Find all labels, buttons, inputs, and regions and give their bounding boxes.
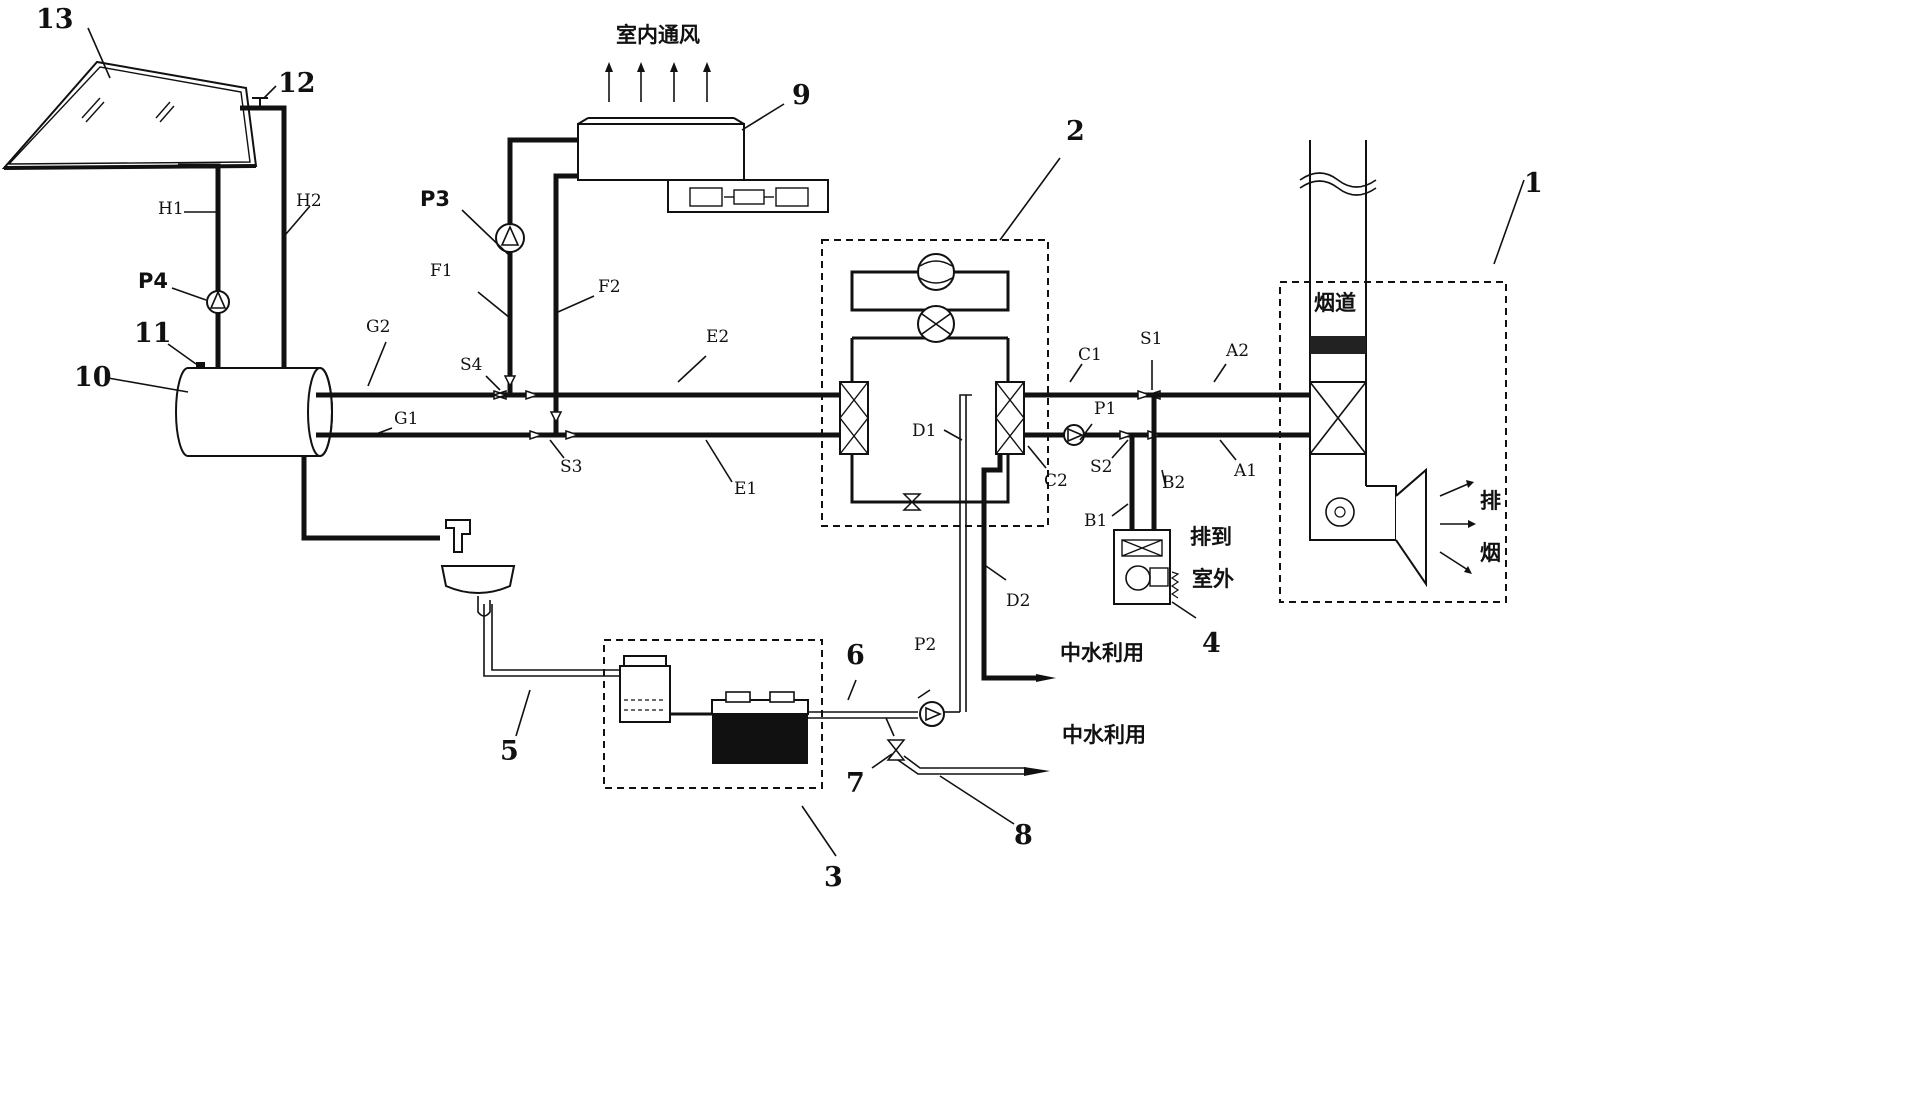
treatment-tanks	[619, 655, 809, 764]
label-d2: D2	[1006, 591, 1030, 611]
pump-p3	[495, 223, 525, 253]
treated-water-pipe	[808, 711, 918, 719]
label-g2: G2	[366, 317, 390, 337]
label-10: 10	[74, 362, 112, 393]
label-f1: F1	[430, 261, 453, 281]
label-c2: C2	[1044, 471, 1068, 491]
label-c1: C1	[1078, 345, 1102, 365]
fan-coil-unit	[577, 117, 829, 213]
label-7: 7	[846, 768, 865, 799]
flue-system-box	[1279, 281, 1507, 603]
label-p4: P4	[138, 269, 168, 293]
reclaimed-water-text-2: 中水利用	[1062, 723, 1146, 747]
faucet	[301, 456, 471, 553]
label-h1: H1	[158, 199, 184, 219]
exhaust-fan	[1113, 529, 1180, 605]
smoke-arrows	[1439, 480, 1476, 574]
label-9: 9	[792, 80, 811, 111]
pump-p1	[1063, 424, 1085, 446]
discharge-outdoor-text-1: 排到	[1190, 525, 1232, 549]
label-b2: B2	[1162, 473, 1185, 493]
ventilation-arrows	[605, 62, 711, 102]
label-a2: A2	[1225, 341, 1249, 361]
label-p3: P3	[420, 187, 450, 211]
pump-p4	[206, 290, 230, 314]
label-5: 5	[500, 736, 519, 767]
pipe-d2	[981, 454, 1040, 681]
component-numbers: 13 12 11 10 9 2 1 4 6 5 7 8 3	[36, 4, 1543, 893]
label-13: 13	[36, 4, 74, 35]
label-p1: P1	[1094, 399, 1116, 419]
reclaim-arrow-1	[1036, 674, 1056, 682]
pipe-h1	[178, 163, 221, 368]
flue-duct	[1299, 140, 1427, 588]
valve-7	[885, 717, 906, 761]
discharge-outdoor-text-2: 室外	[1192, 567, 1234, 591]
label-s3: S3	[560, 457, 582, 477]
label-3: 3	[824, 862, 843, 893]
label-a1: A1	[1233, 461, 1257, 481]
pipe-d1	[959, 394, 972, 712]
label-11: 11	[134, 318, 172, 349]
pump-labels: P4 P3 P1 P2	[138, 187, 1116, 655]
label-12: 12	[278, 68, 316, 99]
exhaust-smoke-text-2: 烟	[1480, 541, 1501, 565]
heat-pump-unit-box	[821, 239, 1049, 527]
drain-pipe	[483, 604, 620, 677]
label-2: 2	[1066, 116, 1085, 147]
label-8: 8	[1014, 820, 1033, 851]
label-h2: H2	[296, 191, 322, 211]
label-s1: S1	[1140, 329, 1162, 349]
water-treatment-box	[603, 639, 823, 789]
label-g1: G1	[394, 409, 418, 429]
label-4: 4	[1202, 628, 1221, 659]
exhaust-smoke-text-1: 排	[1480, 489, 1501, 513]
valve-s4	[491, 375, 541, 401]
outlet-pipe-8	[897, 755, 1026, 775]
label-s4: S4	[460, 355, 482, 375]
label-6: 6	[846, 640, 865, 671]
label-p2: P2	[914, 635, 936, 655]
indoor-ventilation-text: 室内通风	[616, 23, 700, 47]
reclaimed-water-text-1: 中水利用	[1060, 641, 1144, 665]
valve-labels: S4 S3 S1 S2	[460, 329, 1162, 477]
pump-p2	[919, 701, 945, 727]
leader-lines	[87, 27, 1525, 857]
reclaim-arrow-2	[1024, 767, 1050, 776]
label-b1: B1	[1084, 511, 1107, 531]
water-tank	[175, 362, 333, 457]
wash-basin	[440, 565, 516, 617]
label-e1: E1	[734, 479, 757, 499]
label-e2: E2	[706, 327, 729, 347]
pipe-f2	[553, 173, 578, 395]
chinese-annotations: 室内通风 烟道 排 烟 排到 室外 中水利用 中水利用	[616, 23, 1501, 747]
label-f2: F2	[598, 277, 621, 297]
heat-pump-circuit	[839, 253, 1025, 511]
valve-s3	[529, 411, 581, 441]
pipe-f1	[507, 137, 578, 395]
label-s2: S2	[1090, 457, 1112, 477]
pipe-labels: H1 H2 G2 G1 F1 F2 E2 E1 C1 C2 D1 D2 A2 A…	[158, 191, 1257, 611]
label-d1: D1	[912, 421, 936, 441]
flue-text: 烟道	[1314, 291, 1356, 315]
label-1: 1	[1524, 168, 1543, 199]
solar-collector	[1, 60, 258, 170]
pipe-h2	[240, 105, 287, 368]
